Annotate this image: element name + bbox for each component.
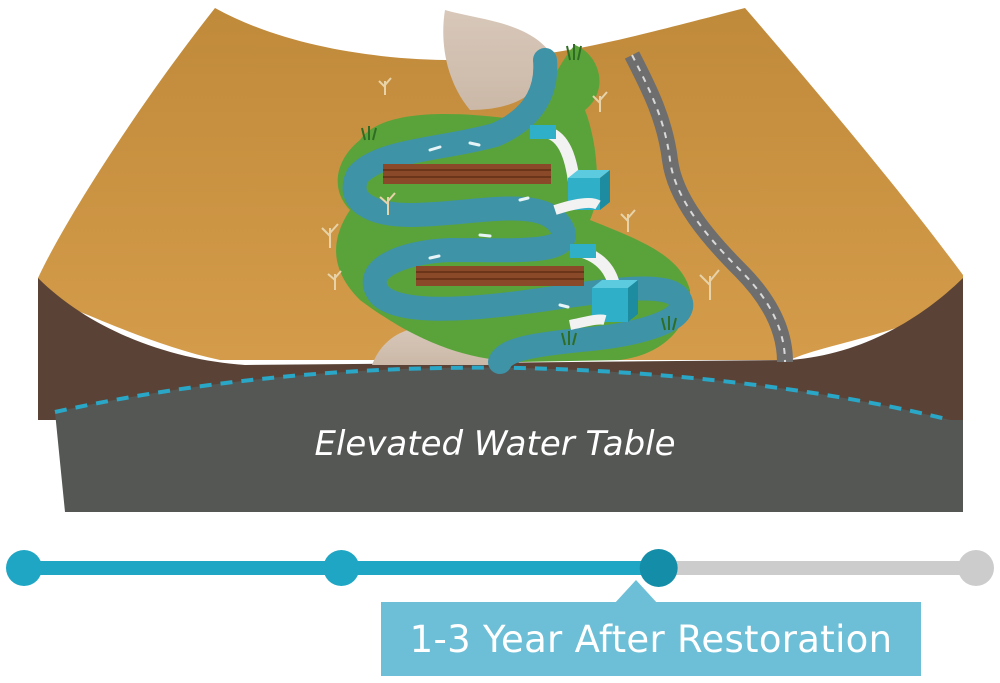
timeline-stage-3: [639, 549, 678, 587]
stage-caption: 1-3 Year After Restoration: [381, 602, 921, 676]
gravel-bar-upper: [443, 10, 552, 110]
caption-pointer: [614, 580, 658, 604]
timeline-stage-4: [958, 550, 994, 586]
water-table-line: [54, 365, 951, 422]
timeline: [6, 549, 994, 587]
road-icon: [624, 51, 793, 363]
timeline-stage-1: [6, 550, 42, 586]
stream-channel: [342, 48, 693, 374]
grass-clump-icon: [361, 44, 677, 346]
bedrock-layer: [55, 367, 963, 512]
timeline-stage-2: [323, 550, 360, 586]
log-dam-icon: [383, 164, 551, 184]
pipe-culvert-icon: [553, 197, 601, 215]
pipe-culvert-icon: [569, 314, 607, 330]
dead-tree-icon: [321, 77, 720, 300]
water-table-label: Elevated Water Table: [314, 424, 675, 464]
log-dam-icon: [416, 266, 584, 286]
cube-structure-icon: [592, 280, 638, 322]
stream-ripples: [428, 141, 631, 309]
